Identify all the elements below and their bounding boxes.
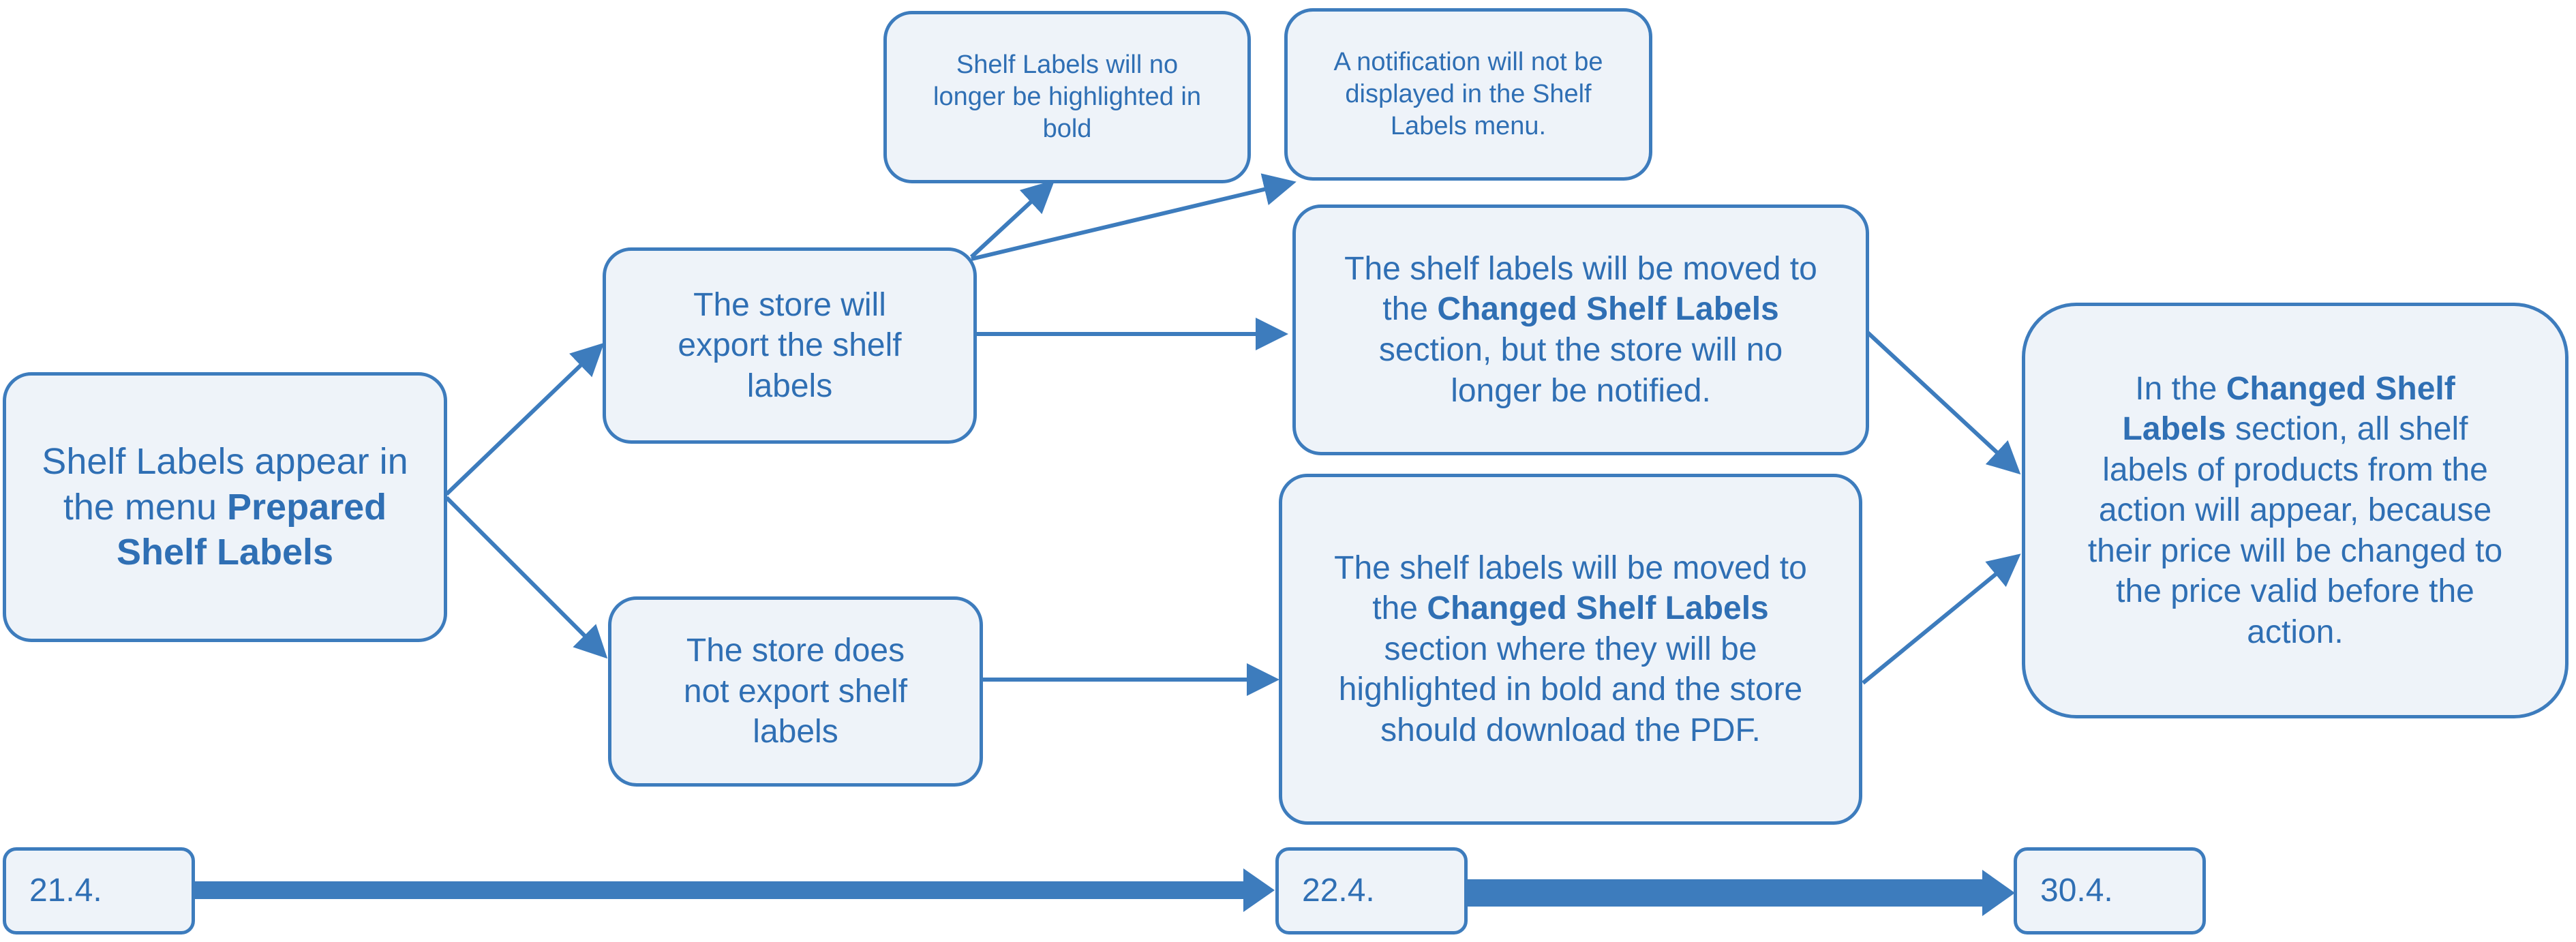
node-prepared-text: Shelf Labels appear in the menu Prepared… bbox=[42, 440, 408, 573]
arrow-moved-bold-to-final bbox=[1862, 553, 2021, 685]
node-prepared-shelf-labels: Shelf Labels appear in the menu Prepared… bbox=[3, 372, 447, 642]
node-moved-no-notify: The shelf labels will be moved to the Ch… bbox=[1292, 204, 1869, 455]
timeline-arrowhead-2 bbox=[1982, 870, 2015, 916]
timeline-date-3: 30.4. bbox=[2014, 847, 2206, 935]
node-moved-bold-text: The shelf labels will be moved to the Ch… bbox=[1334, 549, 1807, 748]
node-no-bold: Shelf Labels will no longer be highlight… bbox=[883, 11, 1251, 183]
node-moved-no-notify-text: The shelf labels will be moved to the Ch… bbox=[1344, 250, 1817, 409]
node-no-notification: A notification will not be displayed in … bbox=[1284, 8, 1652, 181]
arrow-prepared-to-export bbox=[444, 342, 605, 496]
node-final-text: In the Changed Shelf Labels section, all… bbox=[2087, 370, 2503, 650]
timeline-date-1: 21.4. bbox=[3, 847, 195, 935]
node-final-changed-shelf-labels: In the Changed Shelf Labels section, all… bbox=[2022, 303, 2569, 718]
arrow-prepared-to-not-export bbox=[444, 496, 608, 659]
timeline-arrowhead-1 bbox=[1243, 868, 1275, 912]
timeline-date-2: 22.4. bbox=[1275, 847, 1468, 935]
node-moved-bold: The shelf labels will be moved to the Ch… bbox=[1279, 474, 1862, 825]
arrow-export-to-no-bold bbox=[969, 179, 1055, 259]
arrow-export-to-no-notification bbox=[971, 173, 1297, 261]
arrow-moved-to-final bbox=[1866, 331, 2021, 475]
node-store-not-export: The store does not export shelf labels bbox=[608, 596, 983, 787]
node-store-export: The store will export the shelf labels bbox=[603, 247, 977, 444]
